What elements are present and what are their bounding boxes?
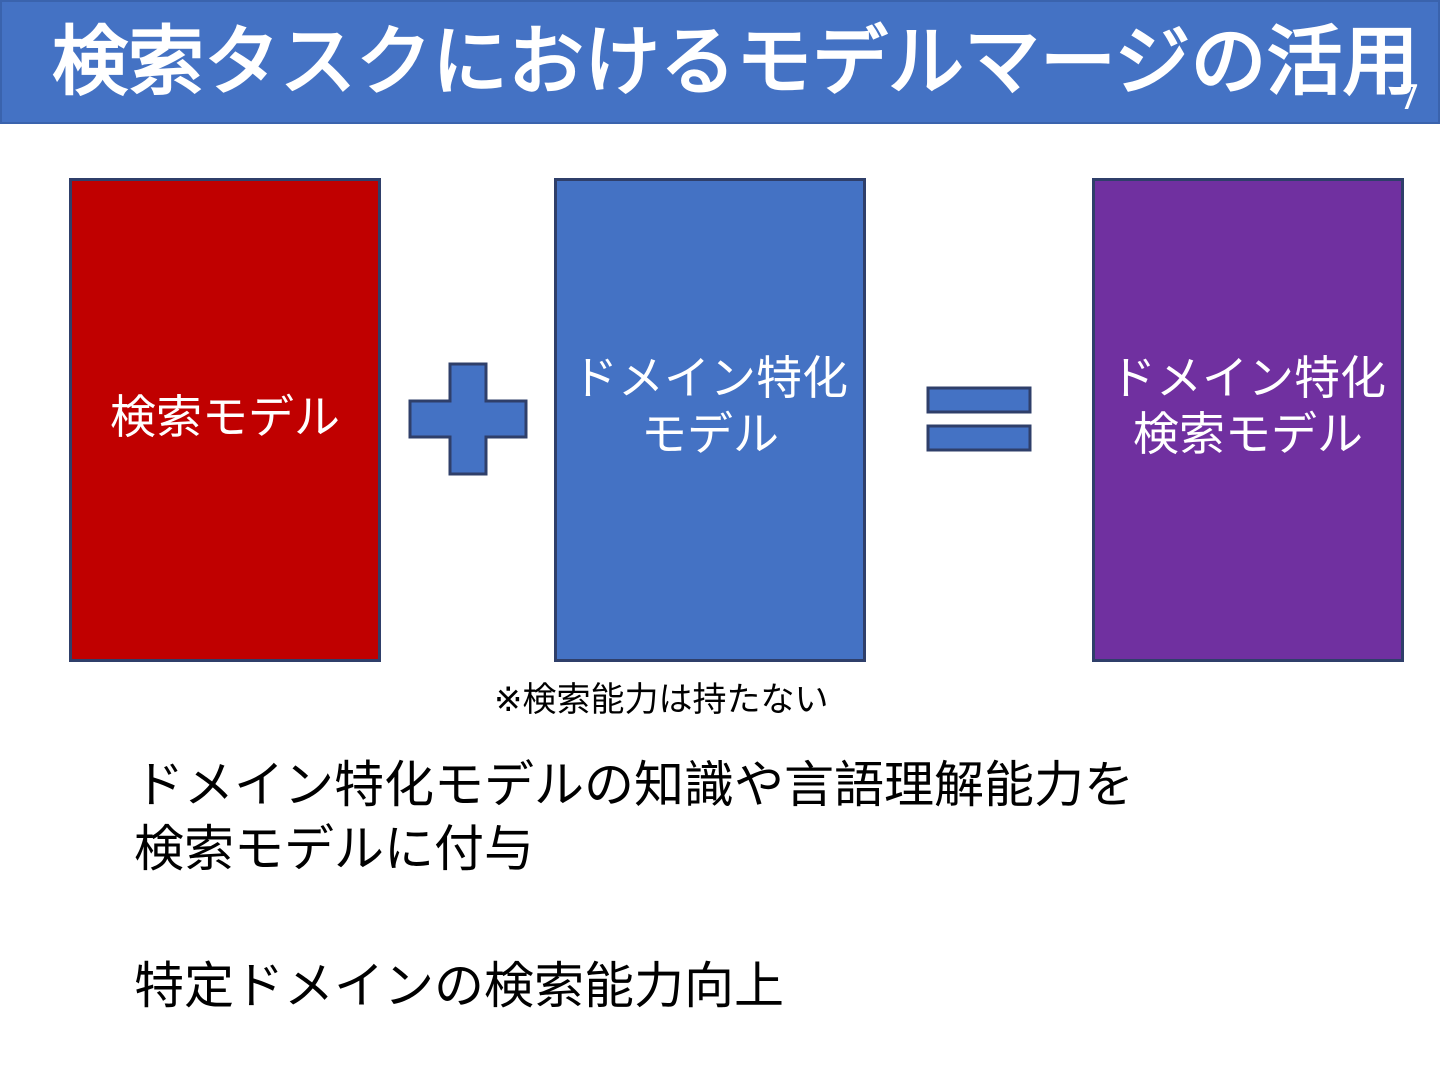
retrieval-model-label: 検索モデル <box>110 390 340 444</box>
retrieval-model-box: 検索モデル <box>69 178 381 662</box>
body-line-1: ドメイン特化モデルの知識や言語理解能力を <box>134 756 1134 814</box>
body-line-2: 検索モデルに付与 <box>134 820 534 878</box>
merged-model-label: ドメイン特化 検索モデル <box>1110 351 1386 461</box>
title-bar: 検索タスクにおけるモデルマージの活用 7 <box>0 0 1440 124</box>
domain-model-box: ドメイン特化 モデル <box>554 178 866 662</box>
note-text: ※検索能力は持たない <box>494 680 829 720</box>
body-line-3: 特定ドメインの検索能力向上 <box>134 957 784 1015</box>
domain-model-label: ドメイン特化 モデル <box>572 351 848 461</box>
equals-icon <box>926 386 1032 452</box>
plus-icon <box>408 362 528 476</box>
slide-title: 検索タスクにおけるモデルマージの活用 <box>52 17 1419 106</box>
page-number: 7 <box>1398 78 1420 118</box>
merged-model-box: ドメイン特化 検索モデル <box>1092 178 1404 662</box>
